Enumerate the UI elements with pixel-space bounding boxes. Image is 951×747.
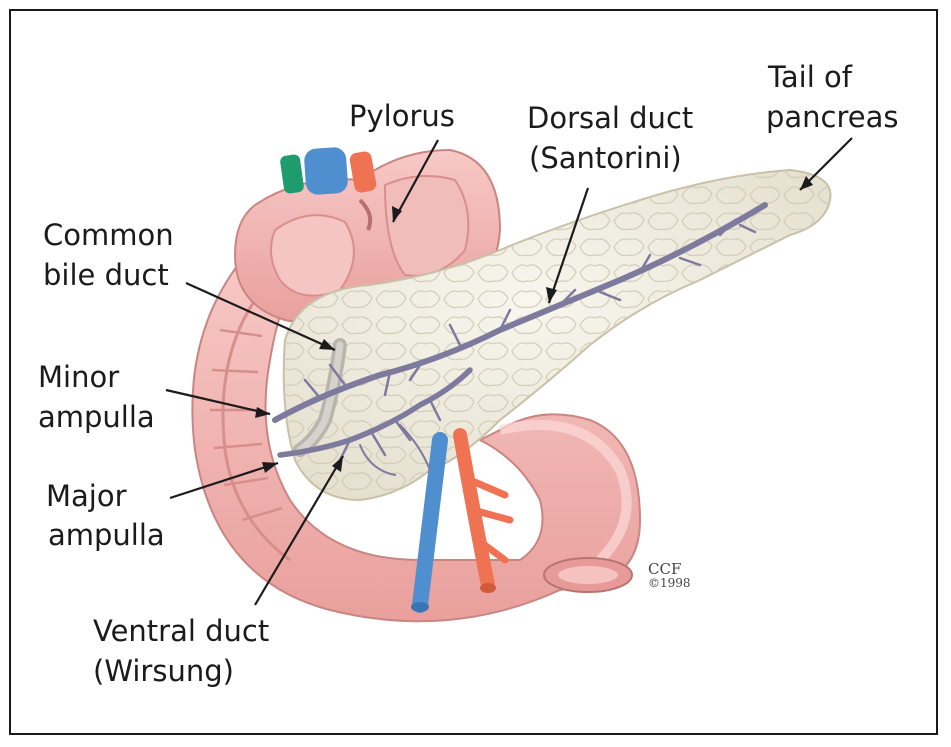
mesenteric-vessels — [411, 428, 514, 613]
label-pylorus: Pylorus — [349, 99, 455, 133]
label-dorsal-duct-sub: (Santorini) — [529, 141, 682, 175]
pylorus-arrow — [392, 139, 439, 223]
dorsal-duct-arrow — [547, 187, 590, 304]
minor-ampulla-arrow — [165, 388, 271, 416]
label-common-bile-duct-sub: bile duct — [43, 258, 169, 292]
ventral-duct — [277, 367, 473, 458]
upper-vessels — [280, 147, 377, 195]
label-major-ampulla-sub: ampulla — [48, 518, 165, 552]
label-tail: Tail of — [768, 60, 852, 94]
label-minor-ampulla: Minor — [38, 360, 120, 394]
common-bile-duct-arrow — [185, 281, 336, 352]
duodenum — [191, 248, 642, 623]
pancreas — [282, 168, 832, 502]
label-ventral-duct-sub: (Wirsung) — [93, 654, 234, 688]
label-major-ampulla: Major — [46, 479, 127, 513]
label-tail-sub: pancreas — [766, 100, 899, 134]
label-ventral-duct: Ventral duct — [93, 614, 270, 648]
leader-lines — [165, 137, 853, 606]
label-minor-ampulla-sub: ampulla — [38, 400, 155, 434]
credit-ccf: CCF — [648, 560, 682, 578]
arrowheads — [255, 176, 813, 473]
ventral-duct-arrow — [254, 455, 344, 606]
pancreatic-ducts — [272, 202, 768, 476]
label-common-bile-duct: Common — [43, 218, 174, 252]
label-dorsal-duct: Dorsal duct — [527, 101, 694, 135]
major-ampulla-arrow — [169, 461, 279, 500]
credit-year: ©1998 — [648, 576, 691, 590]
